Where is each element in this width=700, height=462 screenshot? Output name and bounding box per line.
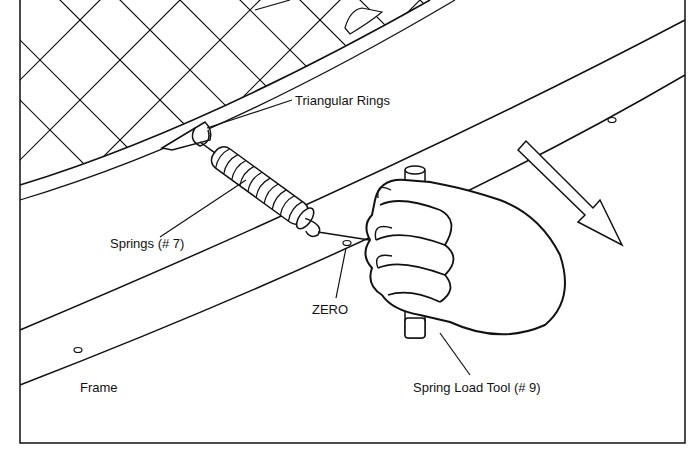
tool-end (405, 166, 425, 174)
frame-hole (608, 118, 616, 123)
part-label: ZERO (312, 302, 348, 317)
part-label: Frame (80, 380, 118, 395)
leader-line (440, 333, 470, 375)
leader-line (160, 180, 246, 237)
part-label: Spring Load Tool (# 9) (413, 380, 541, 395)
frame-hole (74, 348, 82, 353)
border (20, 0, 685, 443)
triangular-ring (162, 122, 211, 150)
part-label: Triangular Rings (295, 93, 390, 108)
spring (193, 132, 328, 240)
triangular-ring (345, 8, 382, 34)
leader-line (255, 0, 290, 10)
fingertips (375, 187, 392, 268)
part-label: Springs (# 7) (110, 236, 184, 251)
knuckles (440, 210, 454, 302)
finger-lines (376, 201, 445, 302)
leader-line (336, 248, 346, 298)
frame-hole (343, 241, 351, 246)
mat-mesh (0, 0, 700, 360)
tool-end (405, 318, 425, 338)
frame-edge (20, 20, 685, 330)
hand (365, 180, 565, 334)
leader-line (207, 100, 292, 128)
pull-arrow (518, 141, 622, 245)
frame-edge (20, 75, 685, 385)
